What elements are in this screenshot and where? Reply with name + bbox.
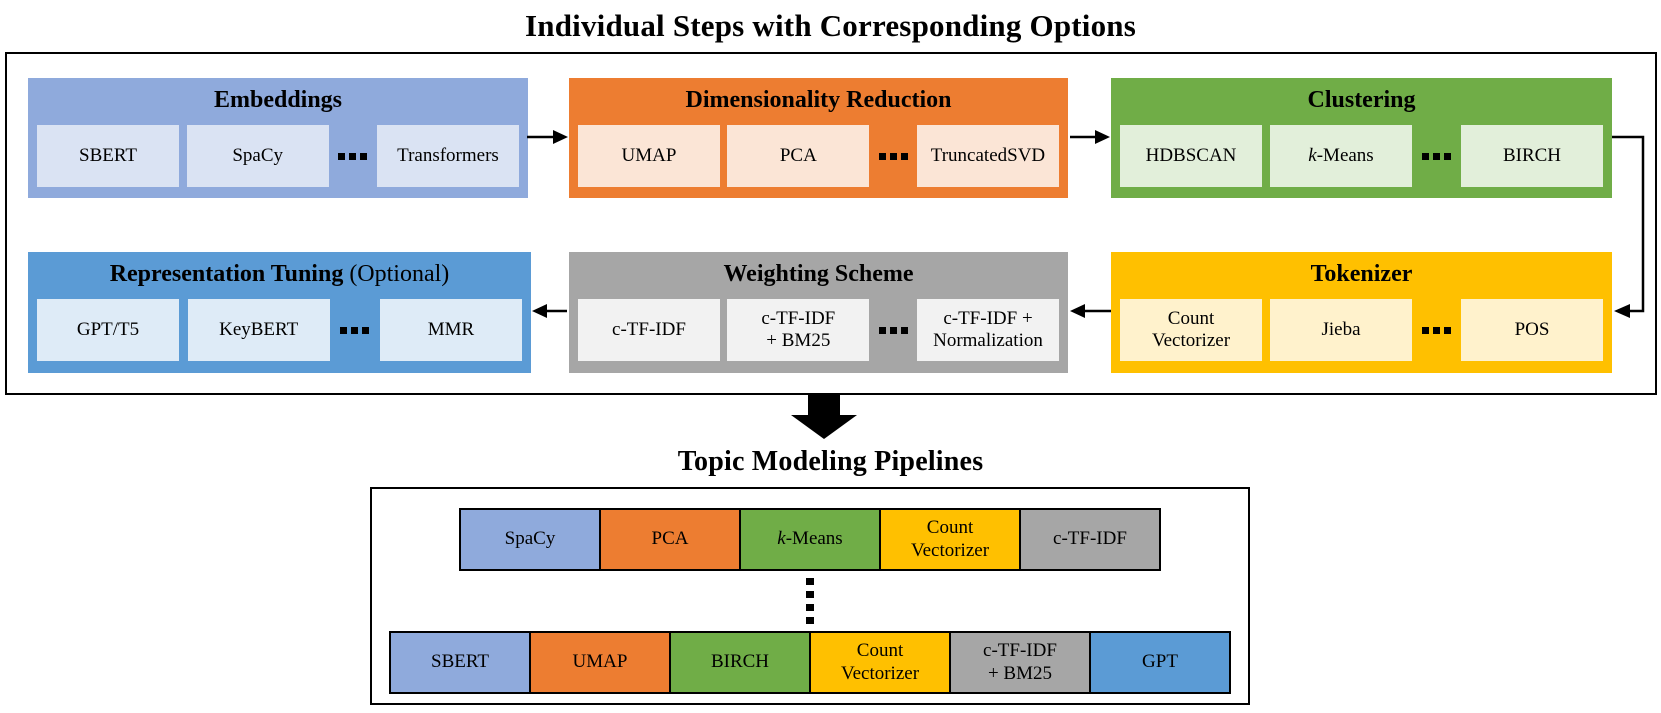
horizontal-ellipsis-icon — [338, 326, 371, 334]
option-sbert: SBERT — [37, 125, 179, 187]
option-umap: UMAP — [578, 125, 720, 187]
option-k-means: k-Means — [1270, 125, 1412, 187]
pipeline-cell-sbert: SBERT — [389, 631, 531, 694]
pipeline-cell-c-tf-idf-bm25: c-TF-IDF + BM25 — [949, 631, 1091, 694]
horizontal-ellipsis-icon — [1420, 326, 1453, 334]
option-spacy: SpaCy — [186, 125, 329, 187]
pipeline-cell-k-means: k-Means — [739, 508, 881, 571]
pipeline-cell-count-vectorizer: Count Vectorizer — [809, 631, 951, 694]
option-pos: POS — [1461, 299, 1603, 361]
step-title-tokenizer: Tokenizer — [1310, 261, 1413, 287]
option-truncatedsvd: TruncatedSVD — [916, 125, 1059, 187]
pipeline-cell-gpt: GPT — [1089, 631, 1231, 694]
step-title-suffix: (Optional) — [343, 261, 450, 287]
option-birch: BIRCH — [1461, 125, 1603, 187]
step-title-dimensionality-reduction: Dimensionality Reduction — [685, 87, 952, 113]
pipeline-cell-spacy: SpaCy — [459, 508, 601, 571]
horizontal-ellipsis-icon — [877, 326, 910, 334]
horizontal-ellipsis-icon — [877, 152, 910, 160]
thick-down-arrow-icon — [791, 393, 857, 439]
option-c-tf-idf: c-TF-IDF — [578, 299, 720, 361]
step-title-embeddings: Embeddings — [213, 87, 343, 113]
vertical-ellipsis-icon — [806, 578, 814, 624]
option-transformers: Transformers — [376, 125, 519, 187]
pipeline-cell-umap: UMAP — [529, 631, 671, 694]
steps-section-title: Individual Steps with Corresponding Opti… — [525, 8, 1136, 43]
pipeline-cell-count-vectorizer: Count Vectorizer — [879, 508, 1021, 571]
step-title-weighting-scheme: Weighting Scheme — [723, 261, 914, 287]
option-hdbscan: HDBSCAN — [1120, 125, 1262, 187]
pipeline-cell-c-tf-idf: c-TF-IDF — [1019, 508, 1161, 571]
option-keybert: KeyBERT — [187, 299, 330, 361]
horizontal-ellipsis-icon — [1420, 152, 1453, 160]
horizontal-ellipsis-icon — [336, 152, 369, 160]
option-c-tf-idf-normalization: c-TF-IDF + Normalization — [916, 299, 1059, 361]
option-jieba: Jieba — [1270, 299, 1412, 361]
step-title-clustering: Clustering — [1307, 87, 1416, 113]
option-mmr: MMR — [379, 299, 522, 361]
pipeline-cell-pca: PCA — [599, 508, 741, 571]
option-count-vectorizer: Count Vectorizer — [1120, 299, 1262, 361]
pipelines-section-title: Topic Modeling Pipelines — [677, 446, 984, 477]
pipeline-cell-birch: BIRCH — [669, 631, 811, 694]
option-pca: PCA — [727, 125, 870, 187]
option-gpt-t5: GPT/T5 — [37, 299, 179, 361]
option-c-tf-idf-bm25: c-TF-IDF + BM25 — [727, 299, 870, 361]
step-title-representation-tuning: Representation Tuning (Optional) — [109, 261, 450, 287]
